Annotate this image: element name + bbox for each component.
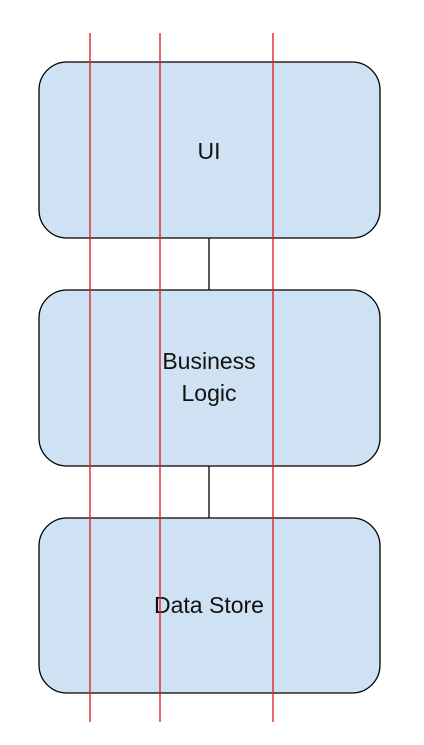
business-logic-layer[interactable]: Business Logic	[38, 289, 381, 467]
ui-layer[interactable]: UI	[38, 61, 381, 239]
business-logic-label-line-2: Logic	[182, 380, 237, 406]
data-store-layer-box	[38, 517, 381, 694]
business-logic-layer-box	[38, 289, 381, 467]
ui-layer-label: UI	[198, 138, 221, 164]
data-store-layer[interactable]: Data Store	[38, 517, 381, 694]
data-store-label: Data Store	[154, 592, 264, 618]
ui-layer-box	[38, 61, 381, 239]
business-logic-label-line-1: Business	[162, 348, 255, 374]
